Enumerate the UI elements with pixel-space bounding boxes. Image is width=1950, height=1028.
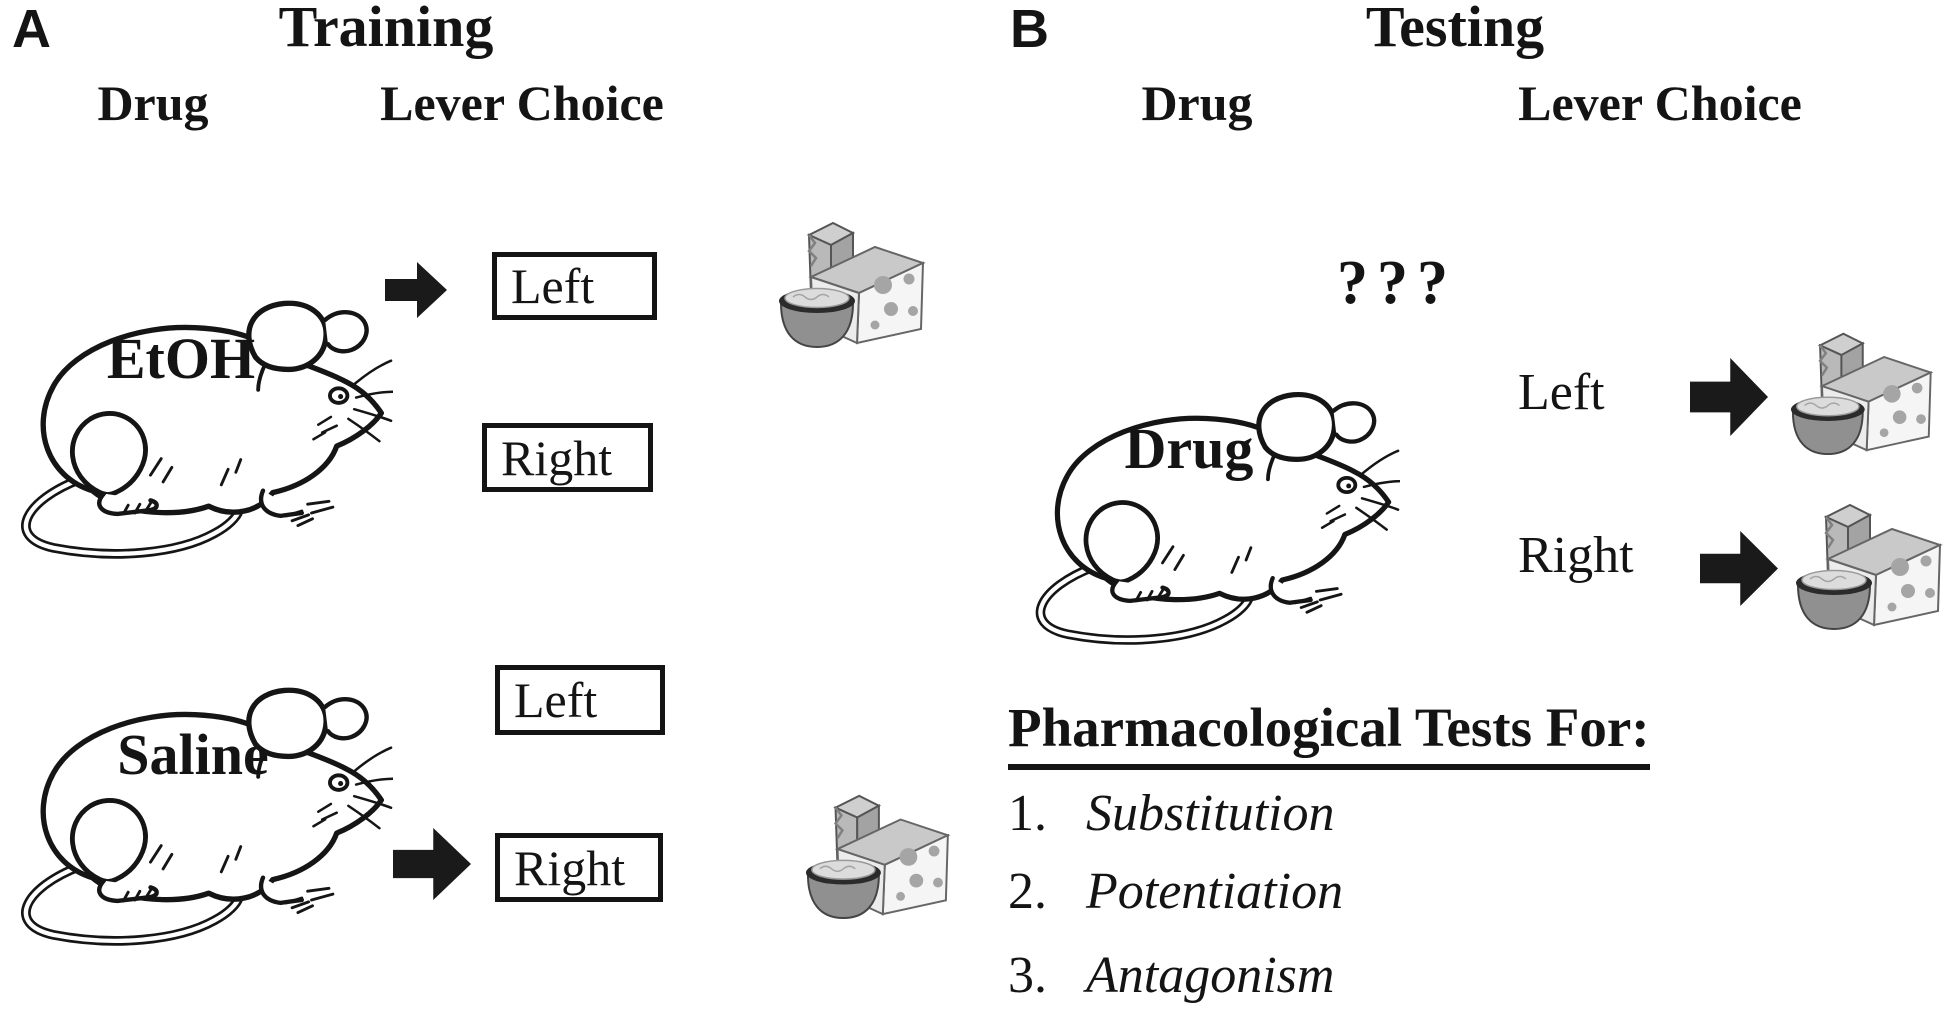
test-item-substitution: 1. Substitution <box>1008 788 1334 840</box>
arrow-right-icon <box>393 828 471 900</box>
arrow-right-icon <box>1690 358 1768 436</box>
panel-b-drug-header: Drug <box>1141 75 1253 131</box>
mouse-illustration-etoh <box>5 266 393 564</box>
test-item-number: 1. <box>1008 785 1047 842</box>
lever-label-right: Right <box>1518 527 1634 584</box>
lever-box-label: Left <box>514 672 598 728</box>
rat-icon <box>1020 358 1400 650</box>
cheese-food-reward-icon <box>763 213 927 349</box>
tests-section: Pharmacological Tests For: <box>1008 700 1650 770</box>
test-item-number: 3. <box>1008 947 1047 1004</box>
test-item-name: Antagonism <box>1086 947 1335 1004</box>
cheese-food-reward-icon <box>1780 495 1944 631</box>
mouse-label-saline: Saline <box>117 722 269 787</box>
rat-icon <box>5 653 393 951</box>
panel-a-lever-header: Lever Choice <box>380 75 664 131</box>
panel-a-letter: A <box>12 0 51 59</box>
panel-a-title: Training <box>278 0 494 59</box>
arrow-right-icon <box>385 262 447 318</box>
rat-icon <box>5 266 393 564</box>
panel-b-letter: B <box>1010 0 1049 59</box>
cheese-food-reward-icon <box>791 786 951 920</box>
lever-box-left-saline: Left <box>495 665 665 735</box>
lever-box-label: Right <box>514 839 626 896</box>
mouse-label-test-drug: Drug <box>1124 416 1254 481</box>
test-item-name: Substitution <box>1086 785 1335 842</box>
mouse-label-etoh: EtOH <box>106 326 256 391</box>
mouse-illustration-test-drug <box>1020 358 1400 650</box>
lever-box-left-etoh: Left <box>492 252 657 320</box>
mouse-illustration-saline <box>5 653 393 951</box>
unknown-drug-question-marks: ??? <box>1337 249 1457 317</box>
lever-box-label: Left <box>511 258 595 314</box>
test-item-potentiation: 2. Potentiation <box>1008 866 1343 918</box>
test-item-name: Potentiation <box>1086 863 1344 920</box>
panel-a-drug-header: Drug <box>97 75 209 131</box>
arrow-right-icon <box>1700 531 1778 606</box>
cheese-food-reward-icon <box>1772 324 1938 456</box>
lever-box-label: Right <box>501 429 613 486</box>
tests-heading: Pharmacological Tests For: <box>1008 700 1650 770</box>
panel-b-lever-header: Lever Choice <box>1518 75 1802 131</box>
lever-box-right-etoh: Right <box>482 423 653 492</box>
test-item-antagonism: 3. Antagonism <box>1008 950 1334 1002</box>
lever-box-right-saline: Right <box>495 833 663 902</box>
lever-label-left: Left <box>1518 364 1605 421</box>
test-item-number: 2. <box>1008 863 1047 920</box>
panel-b-title: Testing <box>1365 0 1545 59</box>
